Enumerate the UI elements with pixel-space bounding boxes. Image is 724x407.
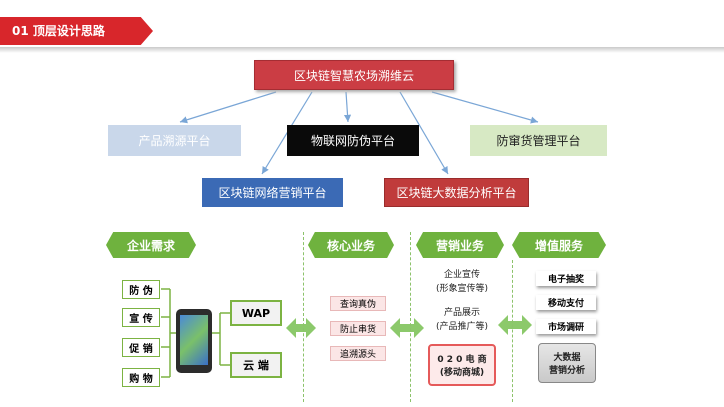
- connector-counterfeit: [431, 91, 539, 124]
- main-platform-box: 区块链智慧农场溯维云: [254, 60, 454, 90]
- double-arrow-2: [390, 318, 424, 338]
- enterprise-item-sales-promo: 促 销: [122, 338, 160, 357]
- value-item-lottery: 电子抽奖: [536, 271, 596, 286]
- bigdata-title: 大数据: [553, 353, 581, 363]
- o2o-ecommerce-box: 0 2 0 电 商 (移动商城): [428, 344, 496, 386]
- value-item-market-research: 市场调研: [536, 319, 596, 334]
- marketing-display-sub: (产品推广等): [435, 322, 489, 332]
- divider-2: [410, 232, 411, 402]
- double-arrow-3: [498, 315, 532, 335]
- section-marketing-business: 营销业务: [416, 232, 504, 258]
- smartphone-screen: [180, 315, 208, 365]
- blockchain-bigdata-platform-box: 区块链大数据分析平台: [384, 178, 529, 207]
- section-value-added: 增值服务: [512, 232, 606, 258]
- header-divider: [0, 47, 724, 53]
- o2o-sub: (移动商城): [439, 368, 485, 378]
- marketing-item-display: 产品展示 (产品推广等): [420, 306, 504, 334]
- marketing-promo-sub: (形象宣传等): [435, 284, 489, 294]
- divider-1: [303, 232, 304, 402]
- value-item-mobile-pay: 移动支付: [536, 295, 596, 310]
- section-header-banner: [0, 17, 153, 45]
- section-enterprise-needs: 企业需求: [106, 232, 196, 258]
- section-header-title: 01 顶层设计思路: [12, 24, 105, 38]
- bigdata-analysis-box: 大数据 营销分析: [538, 343, 596, 383]
- enterprise-item-promotion: 宣 传: [122, 308, 160, 327]
- anti-diversion-platform-box: 防窜货管理平台: [470, 125, 607, 156]
- marketing-promo-title: 企业宣传: [443, 270, 480, 280]
- o2o-title: 0 2 0 电 商: [437, 355, 487, 365]
- divider-3: [512, 260, 513, 402]
- core-item-verify: 查询真伪: [330, 296, 386, 311]
- bigdata-sub: 营销分析: [548, 366, 585, 376]
- section-core-business: 核心业务: [308, 232, 394, 258]
- cloud-channel-box: 云 端: [230, 352, 282, 378]
- connector-bigdata: [399, 91, 449, 175]
- enterprise-item-anticounterfeit: 防 伪: [122, 280, 160, 299]
- core-item-trace-source: 追溯源头: [330, 346, 386, 361]
- marketing-display-title: 产品展示: [443, 308, 480, 318]
- enterprise-item-shopping: 购 物: [122, 368, 160, 387]
- marketing-item-promo: 企业宣传 (形象宣传等): [420, 268, 504, 296]
- iot-anticounterfeit-platform-box: 物联网防伪平台: [287, 125, 419, 156]
- connector-iot: [343, 91, 352, 123]
- core-item-anti-diversion: 防止串货: [330, 321, 386, 336]
- product-trace-platform-box: 产品溯源平台: [108, 125, 241, 156]
- wap-channel-box: WAP: [230, 300, 282, 326]
- connector-trace: [179, 91, 277, 124]
- double-arrow-1: [286, 318, 316, 338]
- blockchain-marketing-platform-box: 区块链网络营销平台: [202, 178, 343, 207]
